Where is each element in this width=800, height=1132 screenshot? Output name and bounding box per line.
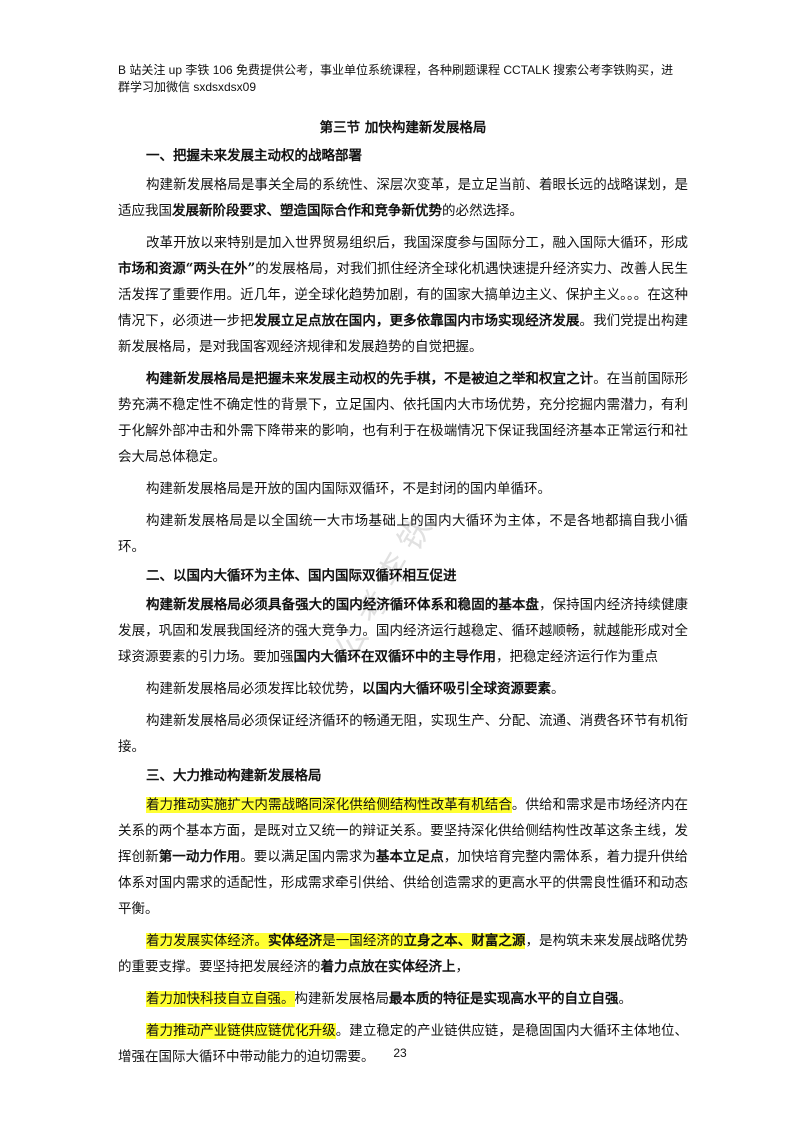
heading-3: 三、大力推动构建新发展格局 <box>146 768 322 784</box>
paragraph-3-3: 着力加快科技自立自强。构建新发展格局最本质的特征是实现高水平的自立自强。 <box>146 991 632 1007</box>
highlight: 着力发展实体经济。 <box>146 933 268 949</box>
document-body: 第三节 加快构建新发展格局 一、把握未来发展主动权的战略部署 构建新发展格局是事… <box>118 118 688 1076</box>
page-number: 23 <box>393 1046 407 1060</box>
highlight: 着力加快科技自立自强。 <box>146 991 295 1007</box>
paragraph-1-1: 构建新发展格局是事关全局的系统性、深层次变革，是立足当前、着眼长远的战略谋划，是… <box>118 177 688 219</box>
paragraph-3-4: 着力推动产业链供应链优化升级。建立稳定的产业链供应链，是稳固国内大循环主体地位、… <box>118 1023 689 1065</box>
paragraph-3-1: 着力推动实施扩大内需战略同深化供给侧结构性改革有机结合。供给和需求是市场经济内在… <box>118 797 689 917</box>
highlight: 着力推动实施扩大内需战略同深化供给侧结构性改革有机结合 <box>146 797 512 813</box>
page-header: B 站关注 up 李铁 106 免费提供公考，事业单位系统课程，各种刷题课程 C… <box>118 62 688 96</box>
section-title: 第三节 加快构建新发展格局 <box>319 120 487 136</box>
header-line-2: 群学习加微信 sxdsxdsx09 <box>118 80 257 94</box>
paragraph-1-4: 构建新发展格局是开放的国内国际双循环，不是封闭的国内单循环。 <box>146 481 551 497</box>
paragraph-2-1: 构建新发展格局必须具备强大的国内经济循环体系和稳固的基本盘，保持国内经济持续健康… <box>118 597 689 665</box>
paragraph-1-5: 构建新发展格局是以全国统一大市场基础上的国内大循环为主体，不是各地都搞自我小循环… <box>118 513 688 555</box>
paragraph-3-2: 着力发展实体经济。实体经济是一国经济的立身之本、财富之源，是构筑未来发展战略优势… <box>118 933 689 975</box>
paragraph-1-3: 构建新发展格局是把握未来发展主动权的先手棋，不是被迫之举和权宜之计。在当前国际形… <box>118 371 689 465</box>
header-line-1: B 站关注 up 李铁 106 免费提供公考，事业单位系统课程，各种刷题课程 C… <box>118 63 674 77</box>
paragraph-2-3: 构建新发展格局必须保证经济循环的畅通无阻，实现生产、分配、流通、消费各环节有机衔… <box>118 713 688 755</box>
heading-2: 二、以国内大循环为主体、国内国际双循环相互促进 <box>146 568 457 584</box>
highlight: 着力推动产业链供应链优化升级 <box>146 1023 336 1039</box>
heading-1: 一、把握未来发展主动权的战略部署 <box>146 148 362 164</box>
paragraph-2-2: 构建新发展格局必须发挥比较优势，以国内大循环吸引全球资源要素。 <box>146 681 565 697</box>
paragraph-1-2: 改革开放以来特别是加入世界贸易组织后，我国深度参与国际分工，融入国际大循环，形成… <box>118 235 689 355</box>
